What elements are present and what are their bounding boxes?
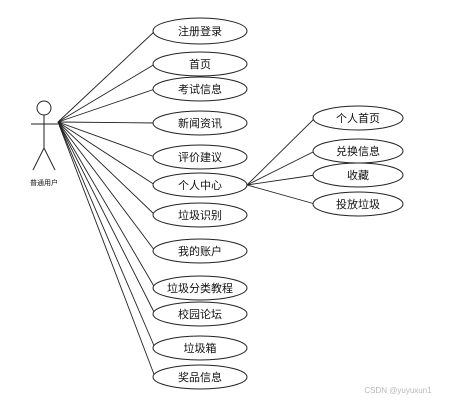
use-case-favorites: 收藏 [312, 162, 404, 188]
use-case-home: 首页 [152, 51, 248, 77]
use-case-ellipse [152, 144, 248, 170]
use-case-ellipse [152, 301, 248, 327]
use-case-label: 个人中心 [178, 179, 222, 192]
use-case-ellipse [152, 275, 248, 301]
actor-right-leg [43, 147, 56, 171]
use-case-ellipse [152, 364, 248, 390]
use-case-news: 新闻资讯 [152, 110, 248, 136]
use-case-feedback: 评价建议 [152, 144, 248, 170]
use-case-redeem-info: 兑换信息 [312, 138, 404, 164]
association-sorting-tutorial [57, 121, 156, 289]
use-case-garbage-recognition: 垃圾识别 [152, 202, 248, 228]
use-case-dispose-garbage: 投放垃圾 [312, 191, 404, 217]
use-case-label: 新闻资讯 [178, 116, 222, 130]
use-case-ellipse [152, 110, 248, 136]
use-case-sorting-tutorial: 垃圾分类教程 [152, 275, 248, 301]
use-case-label: 评价建议 [178, 150, 222, 164]
actor-label: 普通用户 [30, 178, 58, 187]
actor-left-leg [32, 147, 45, 171]
use-case-label: 考试信息 [178, 82, 222, 96]
use-case-register-login: 注册登录 [152, 17, 248, 45]
use-case-campus-forum: 校园论坛 [152, 301, 248, 327]
use-case-label: 垃圾箱 [184, 341, 217, 355]
use-case-ellipse [312, 191, 404, 217]
use-case-label: 垃圾分类教程 [167, 281, 233, 295]
association-personal-home [246, 117, 316, 186]
association-home [57, 63, 156, 123]
association-register-login [57, 30, 156, 123]
association-dispose-garbage [246, 184, 316, 205]
association-campus-forum [57, 121, 156, 315]
association-exam-info [57, 88, 156, 123]
watermark: CSDN @yuyuxun1 [364, 386, 432, 395]
use-case-exam-info: 考试信息 [152, 76, 248, 102]
use-case-label: 校园论坛 [178, 307, 222, 321]
association-favorites [246, 174, 316, 186]
association-redeem-info [246, 150, 316, 186]
use-case-label: 首页 [189, 57, 211, 71]
use-case-ellipse [152, 17, 248, 45]
use-case-ellipse [152, 335, 248, 361]
use-case-trash-bin: 垃圾箱 [152, 335, 248, 361]
actor-head [36, 100, 52, 116]
use-case-ellipse [152, 202, 248, 228]
use-case-ellipse [312, 162, 404, 188]
use-case-label: 我的账户 [178, 244, 222, 258]
use-case-label: 注册登录 [178, 24, 222, 38]
use-case-label: 奖品信息 [178, 370, 222, 384]
use-case-ellipse [152, 51, 248, 77]
use-case-personal-home: 个人首页 [312, 105, 404, 131]
association-my-account [57, 121, 156, 252]
association-feedback [57, 121, 156, 158]
use-case-label: 收藏 [347, 168, 369, 182]
actor: 普通用户 [30, 100, 58, 187]
use-case-label: 兑换信息 [336, 144, 380, 158]
use-case-ellipse [312, 105, 404, 131]
association-garbage-recognition [57, 121, 156, 216]
use-case-prize-info: 奖品信息 [152, 364, 248, 390]
association-prize-info [57, 121, 156, 378]
use-case-label: 个人首页 [336, 111, 380, 125]
use-case-ellipse [152, 172, 248, 198]
use-case-ellipse [152, 238, 248, 264]
use-case-label: 垃圾识别 [178, 208, 222, 222]
association-personal-center [57, 121, 156, 186]
association-lines [57, 30, 316, 378]
use-case-ellipse [152, 76, 248, 102]
association-trash-bin [57, 121, 156, 349]
association-news [57, 121, 156, 124]
use-case-personal-center: 个人中心 [152, 172, 248, 198]
use-case-nodes: 注册登录首页考试信息新闻资讯评价建议个人中心垃圾识别我的账户垃圾分类教程校园论坛… [152, 17, 404, 390]
use-case-label: 投放垃圾 [336, 197, 380, 211]
use-case-my-account: 我的账户 [152, 238, 248, 264]
